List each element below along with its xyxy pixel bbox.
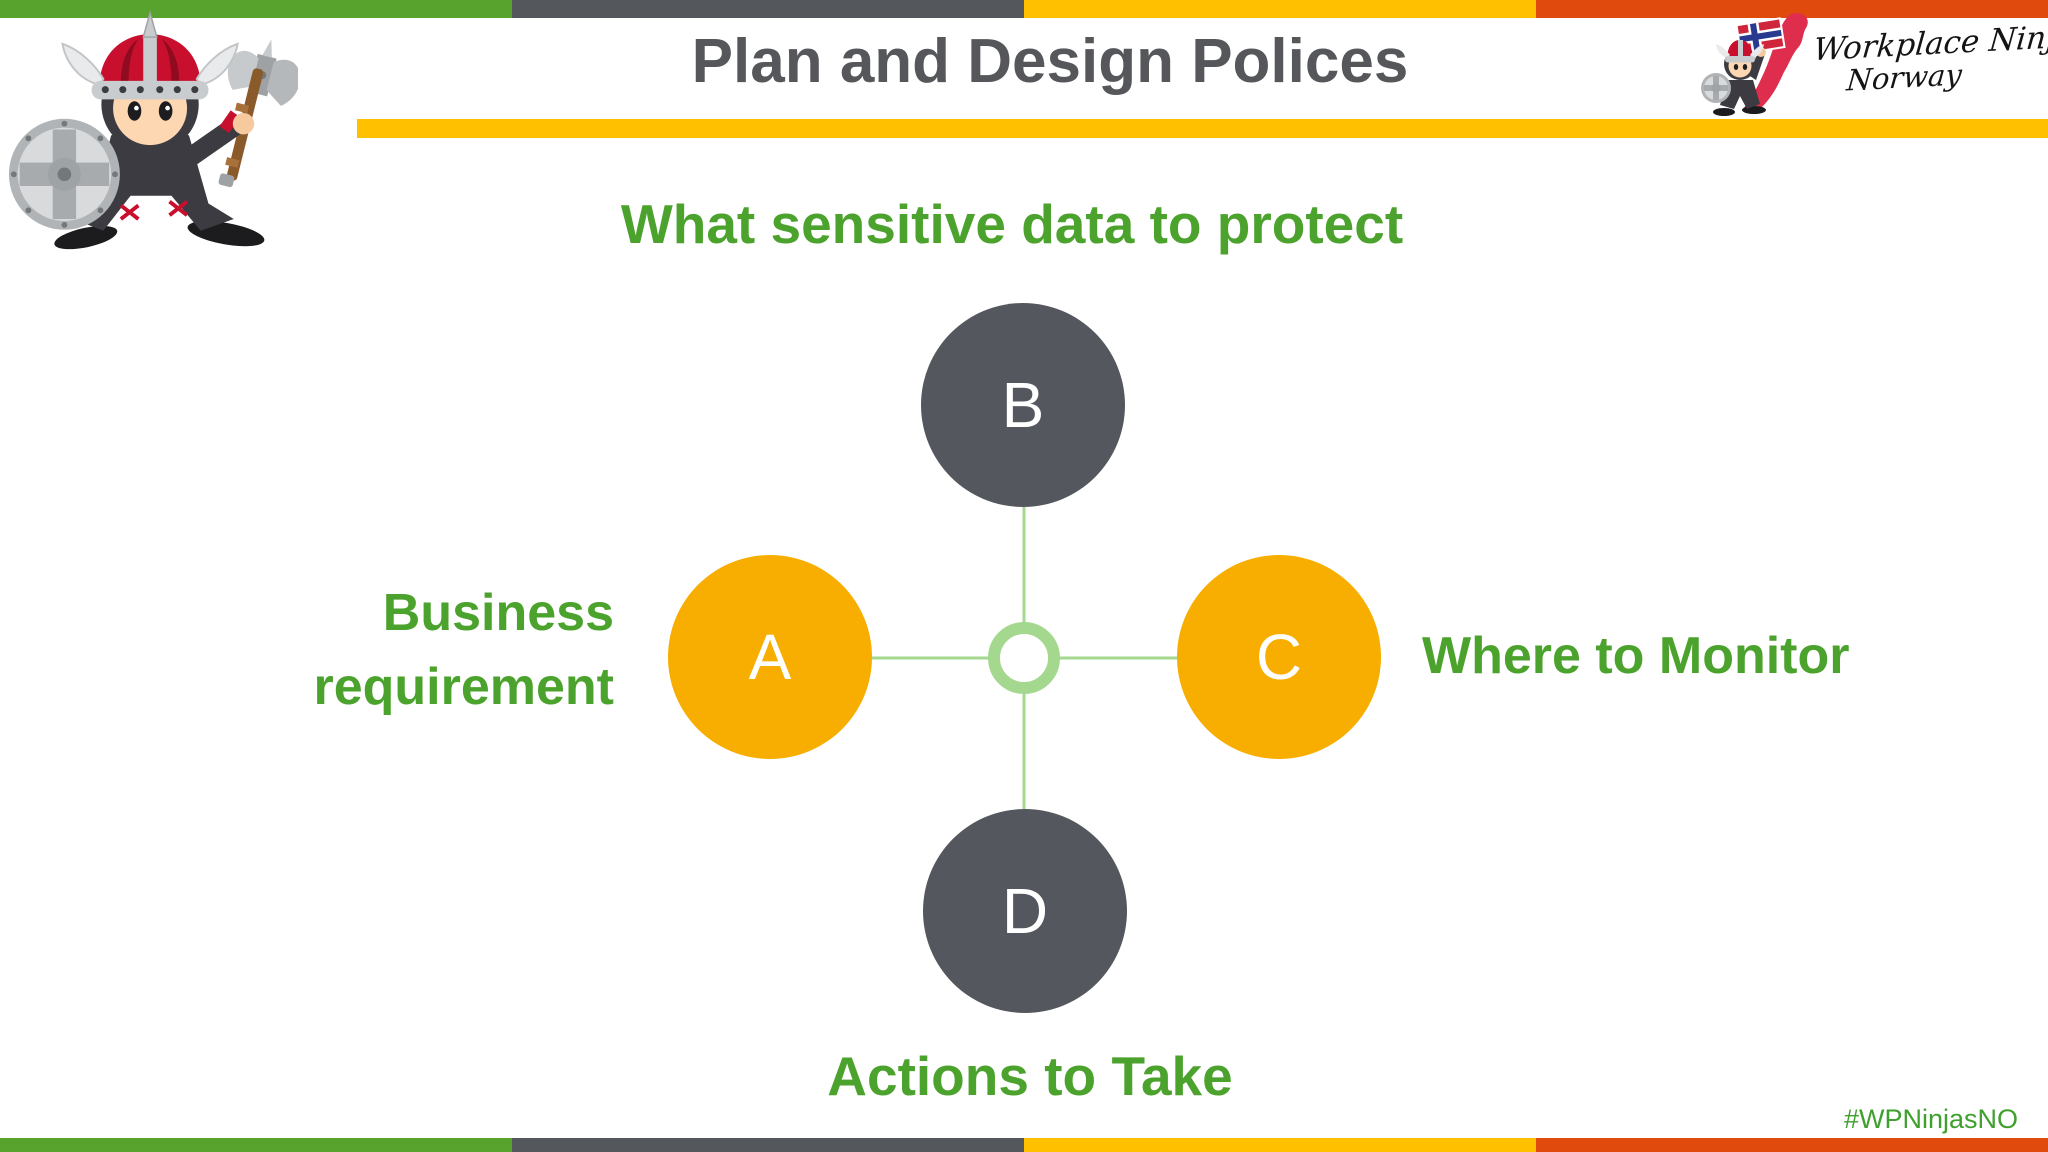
label-left-line2: requirement [313, 658, 614, 716]
logo-ninja-norway-icon [1701, 12, 1808, 116]
slide-title: Plan and Design Polices [691, 27, 1409, 96]
top-bar-segment-yellow [1024, 0, 1536, 18]
label-top: What sensitive data to protect [620, 193, 1404, 255]
node-letter-c: C [1255, 621, 1303, 693]
node-letter-d: D [1001, 875, 1049, 947]
bottom-bar-segment-red [1536, 1138, 2048, 1152]
bottom-bar-segment-green [0, 1138, 512, 1152]
viking-ninja-mascot [8, 10, 298, 250]
label-bottom: Actions to Take [827, 1045, 1233, 1107]
diagram-node-c: C [1177, 555, 1381, 759]
hashtag-text: #WPNinjasNO [1843, 1104, 2018, 1134]
label-left: Business requirement [154, 576, 614, 724]
top-bar-segment-red [1536, 0, 2048, 18]
bottom-bar-segment-gray [512, 1138, 1024, 1152]
node-letter-b: B [1001, 369, 1045, 441]
diagram-node-b: B [921, 303, 1125, 507]
mascot-hand [232, 112, 255, 135]
bottom-bar-segment-yellow [1024, 1138, 1536, 1152]
top-accent-bar [0, 0, 2048, 18]
workplace-ninjas-logo: Workplace Ninjas Norway [1694, 12, 2048, 120]
center-ring [988, 622, 1060, 694]
node-letter-a: A [748, 621, 792, 693]
bottom-accent-bar [0, 1138, 2048, 1152]
title-underline-bar [357, 119, 2048, 138]
diagram-node-a: A [668, 555, 872, 759]
top-bar-segment-gray [512, 0, 1024, 18]
mascot-foot-left [54, 225, 118, 250]
diagram-node-d: D [923, 809, 1127, 1013]
shield-icon [8, 118, 120, 230]
viking-helmet-icon [61, 10, 239, 100]
helmet-horn-right [195, 42, 239, 86]
norway-map-shape [1743, 12, 1808, 114]
top-bar-segment-green [0, 0, 512, 18]
label-right: Where to Monitor [1422, 627, 1850, 685]
helmet-horn-left [61, 42, 105, 86]
label-left-line1: Business [382, 584, 614, 642]
